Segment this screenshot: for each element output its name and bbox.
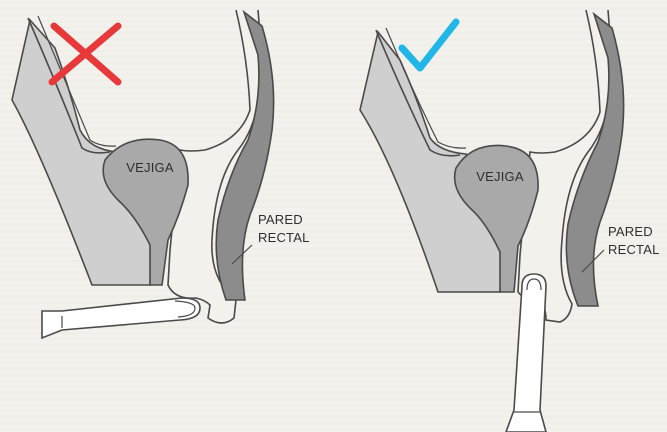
wall-label-line1: PARED [608, 224, 653, 239]
organ-label: VEJIGA [126, 160, 174, 175]
wall-label-line2: RECTAL [258, 230, 310, 245]
wall-label-line2: RECTAL [608, 242, 660, 257]
organ-label: VEJIGA [476, 169, 524, 184]
wall-label-line1: PARED [258, 212, 303, 227]
